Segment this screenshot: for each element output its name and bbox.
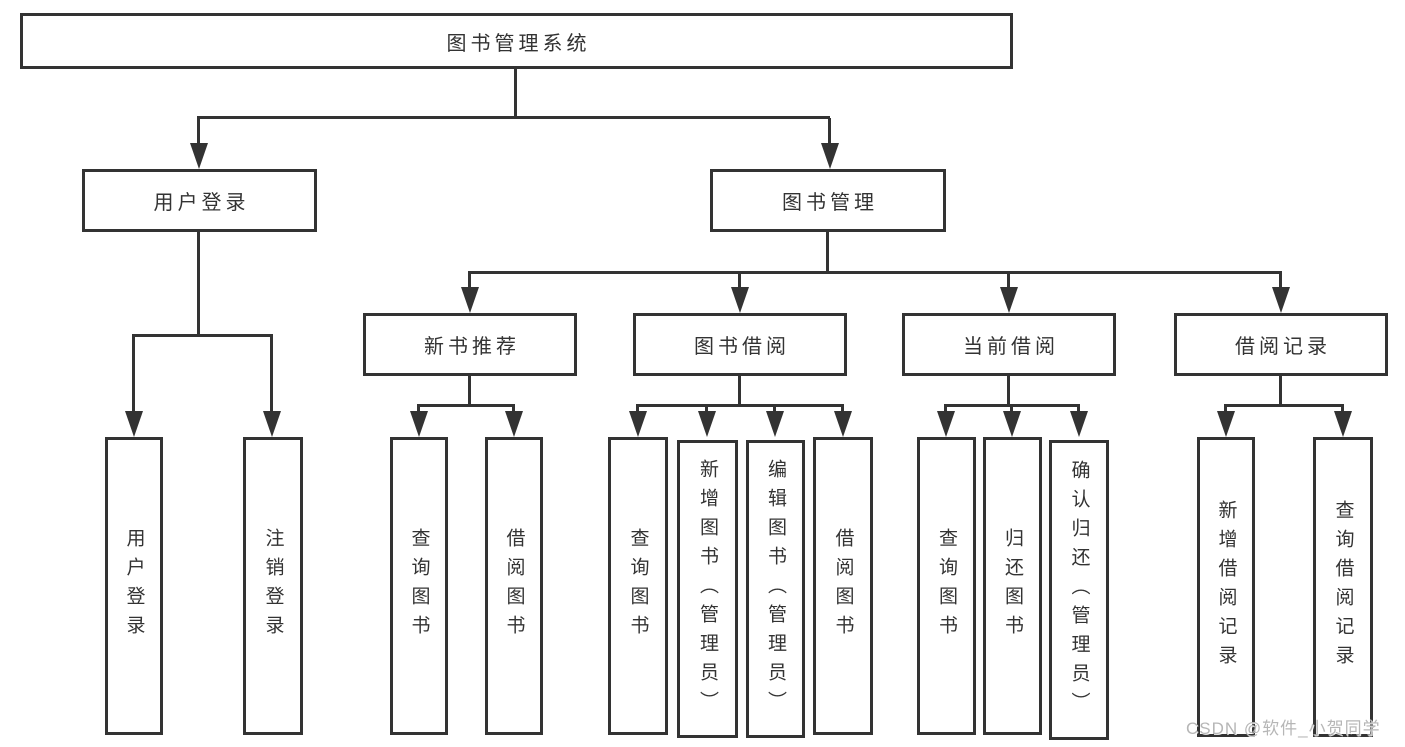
connector-line <box>197 232 200 336</box>
connector-line <box>773 406 776 414</box>
leaf-return-books: 归还图书 <box>983 437 1042 735</box>
connector-line <box>132 334 273 337</box>
arrow-down-icon <box>410 411 428 437</box>
leaf-edit-books-admin: 编辑图书（管理员） <box>746 440 805 738</box>
connector-line <box>1007 376 1010 406</box>
connector-line <box>1224 406 1227 414</box>
arrow-down-icon <box>190 143 208 169</box>
connector-line <box>1279 376 1282 406</box>
connector-line <box>1341 406 1344 414</box>
node-new-book-recommendation: 新书推荐 <box>363 313 577 376</box>
leaf-borrow-books-recommend: 借阅图书 <box>485 437 543 735</box>
arrow-down-icon <box>629 411 647 437</box>
leaf-query-books-borrowing: 查询图书 <box>608 437 668 735</box>
connector-line <box>944 406 947 414</box>
arrow-down-icon <box>821 143 839 169</box>
node-borrowing-records: 借阅记录 <box>1174 313 1388 376</box>
arrow-down-icon <box>698 411 716 437</box>
arrow-down-icon <box>834 411 852 437</box>
connector-line <box>197 116 830 119</box>
arrow-down-icon <box>1334 411 1352 437</box>
connector-line <box>1007 273 1010 291</box>
connector-line <box>1010 406 1013 414</box>
connector-line <box>738 273 741 291</box>
connector-line <box>132 336 135 414</box>
leaf-confirm-return-admin: 确认归还（管理员） <box>1049 440 1109 740</box>
leaf-query-books-current: 查询图书 <box>917 437 976 735</box>
leaf-add-books-admin: 新增图书（管理员） <box>677 440 738 738</box>
arrow-down-icon <box>505 411 523 437</box>
leaf-query-borrow-record: 查询借阅记录 <box>1313 437 1373 737</box>
csdn-watermark: CSDN @软件_小贺同学 <box>1186 719 1381 738</box>
node-book-management: 图书管理 <box>710 169 946 232</box>
arrow-down-icon <box>1070 411 1088 437</box>
arrow-down-icon <box>461 287 479 313</box>
connector-line <box>197 118 200 146</box>
arrow-down-icon <box>1003 411 1021 437</box>
leaf-logout: 注销登录 <box>243 437 303 735</box>
connector-line <box>417 404 515 407</box>
leaf-borrow-books-borrowing: 借阅图书 <box>813 437 873 735</box>
arrow-down-icon <box>1272 287 1290 313</box>
connector-line <box>468 273 471 291</box>
arrow-down-icon <box>1000 287 1018 313</box>
node-book-borrowing: 图书借阅 <box>633 313 847 376</box>
connector-line <box>468 376 471 406</box>
node-user-login: 用户登录 <box>82 169 317 232</box>
connector-line <box>944 404 1080 407</box>
leaf-add-borrow-record: 新增借阅记录 <box>1197 437 1255 737</box>
arrow-down-icon <box>125 411 143 437</box>
connector-line <box>1279 273 1282 291</box>
arrow-down-icon <box>766 411 784 437</box>
connector-line <box>512 406 515 414</box>
connector-line <box>270 336 273 414</box>
connector-line <box>636 404 844 407</box>
connector-line <box>826 232 829 273</box>
connector-line <box>468 271 1282 274</box>
connector-line <box>828 118 831 146</box>
arrow-down-icon <box>263 411 281 437</box>
leaf-user-login: 用户登录 <box>105 437 163 735</box>
connector-line <box>636 406 639 414</box>
node-current-borrowing: 当前借阅 <box>902 313 1116 376</box>
connector-line <box>705 406 708 414</box>
connector-line <box>841 406 844 414</box>
arrow-down-icon <box>937 411 955 437</box>
connector-line <box>738 376 741 406</box>
connector-line <box>1224 404 1344 407</box>
connector-line <box>1077 406 1080 414</box>
connector-line <box>514 69 517 118</box>
leaf-query-books-recommend: 查询图书 <box>390 437 448 735</box>
node-library-management-system: 图书管理系统 <box>20 13 1013 69</box>
connector-line <box>417 406 420 414</box>
arrow-down-icon <box>1217 411 1235 437</box>
arrow-down-icon <box>731 287 749 313</box>
